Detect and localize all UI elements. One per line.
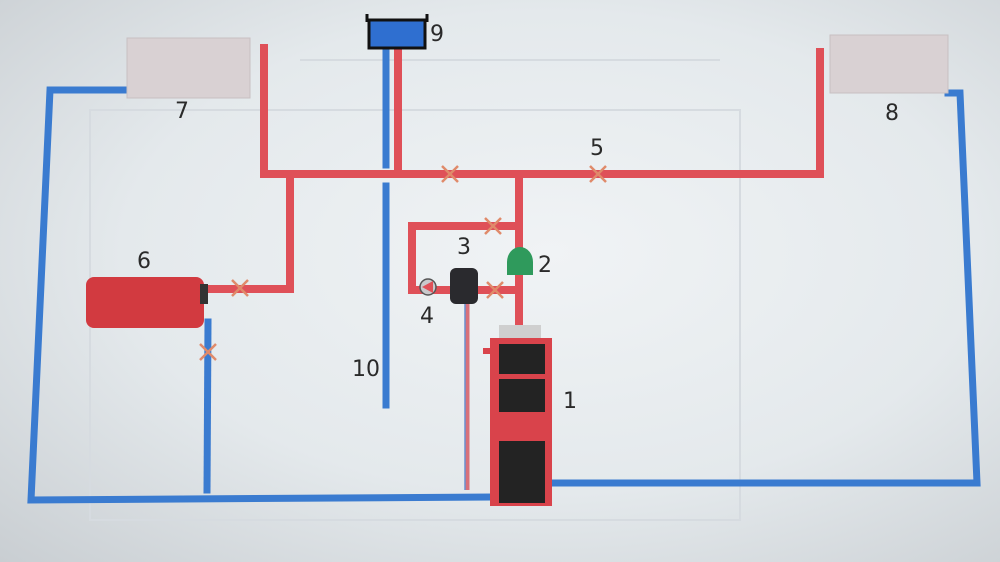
tank-supply — [201, 170, 294, 293]
component-labels: 1 2 3 4 5 6 7 8 9 10 — [137, 22, 899, 414]
return-pipes — [27, 44, 981, 504]
valve-icon — [199, 343, 217, 361]
label-1: 1 — [563, 389, 577, 414]
valve-icon — [484, 217, 502, 235]
label-9: 9 — [430, 22, 444, 47]
valve-5-icon — [589, 165, 607, 183]
safety-group-2 — [507, 247, 533, 275]
valve-icon — [231, 279, 249, 297]
return-pipe-left — [27, 86, 494, 504]
label-10: 10 — [352, 357, 380, 382]
return-pipe-tank — [203, 318, 212, 494]
expansion-tank-9 — [365, 14, 429, 50]
buffer-tank-6 — [86, 277, 208, 328]
return-pipe-right — [551, 89, 981, 487]
valve-icon — [486, 281, 504, 299]
boiler-1 — [483, 325, 552, 506]
radiator-7 — [126, 37, 251, 99]
label-5: 5 — [590, 136, 604, 161]
three-way-valve-3 — [450, 268, 478, 304]
label-3: 3 — [457, 235, 471, 260]
label-7: 7 — [175, 99, 189, 124]
valves — [199, 165, 607, 361]
label-4: 4 — [420, 304, 434, 329]
label-6: 6 — [137, 249, 151, 274]
pump-4-icon — [419, 278, 437, 296]
radiator-8 — [829, 34, 949, 94]
label-2: 2 — [538, 253, 552, 278]
valve-icon — [441, 165, 459, 183]
label-8: 8 — [885, 101, 899, 126]
